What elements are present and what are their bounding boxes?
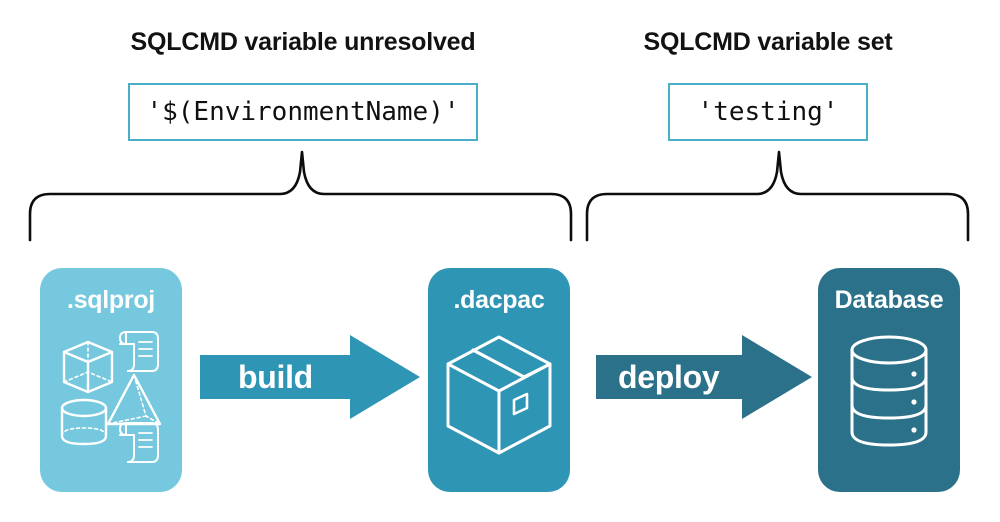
artifact-box-sqlproj: .sqlproj: [40, 268, 182, 492]
artifact-box-database: Database: [818, 268, 960, 492]
cube-icon: [62, 340, 114, 394]
curly-brace-left: [28, 150, 573, 242]
code-value-box-right: 'testing': [668, 83, 868, 141]
package-box-icon: [446, 335, 552, 455]
scroll-icon: [119, 331, 159, 372]
arrow-build-label: build: [238, 358, 313, 395]
arrow-build-shape: [200, 335, 420, 419]
artifact-box-dacpac: .dacpac: [428, 268, 570, 492]
artifact-label-sqlproj: .sqlproj: [67, 286, 155, 314]
sqlproj-shapes-art: [60, 331, 162, 463]
database-cylinder-icon: [850, 335, 928, 447]
curly-brace-right: [585, 150, 970, 242]
artifact-label-database: Database: [834, 286, 944, 314]
code-value-left-text: '$(EnvironmentName)': [146, 97, 460, 127]
group-title-left: SQLCMD variable unresolved: [130, 28, 476, 56]
arrow-deploy-label: deploy: [618, 358, 720, 395]
pyramid-icon: [106, 373, 162, 426]
code-value-box-left: '$(EnvironmentName)': [128, 83, 478, 141]
arrow-build: build: [200, 335, 420, 419]
scroll-icon: [119, 422, 159, 463]
cylinder-icon: [60, 398, 108, 446]
group-title-right: SQLCMD variable set: [643, 28, 893, 56]
arrow-deploy: deploy: [596, 335, 812, 419]
code-value-right-text: 'testing': [697, 97, 839, 127]
arrow-deploy-shape: [596, 335, 812, 419]
artifact-label-dacpac: .dacpac: [453, 286, 545, 314]
